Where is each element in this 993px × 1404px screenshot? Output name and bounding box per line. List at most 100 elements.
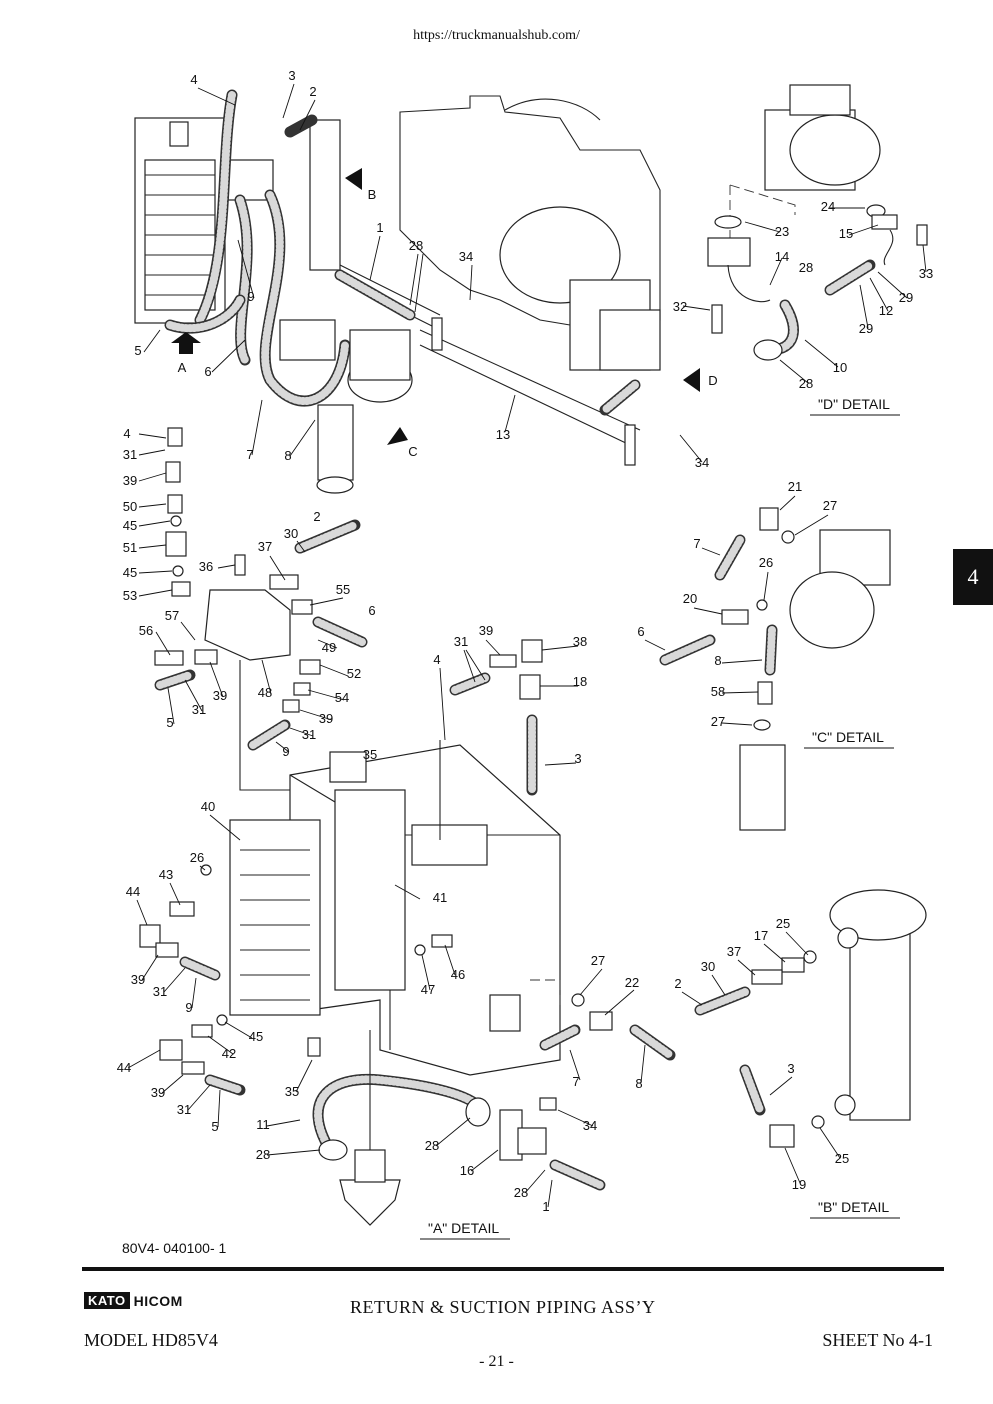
callout-c-10: 10 [833, 360, 847, 375]
callout-c-2c: 2 [674, 976, 681, 991]
detail-label-d-A: "A" DETAIL [428, 1220, 499, 1236]
callout-c-48: 48 [258, 685, 272, 700]
page-number: - 21 - [479, 1353, 514, 1370]
callout-c-16: 16 [460, 1163, 474, 1178]
callout-c-43: 43 [159, 867, 173, 882]
callout-c-17: 17 [754, 928, 768, 943]
callout-c-27b: 27 [711, 714, 725, 729]
callout-c-45a: 45 [123, 518, 137, 533]
callout-c-37b: 37 [727, 944, 741, 959]
detail-label-d-D: "D" DETAIL [818, 396, 890, 412]
suction-hose [312, 1073, 486, 1156]
drawing-number: 80V4- 040100- 1 [122, 1240, 227, 1256]
callout-c-28c: 28 [799, 376, 813, 391]
callout-c-44a: 44 [126, 884, 140, 899]
sheet-number: SHEET No 4-1 [822, 1330, 933, 1350]
callout-c-3a: 3 [288, 68, 295, 83]
callout-c-2a: 2 [309, 84, 316, 99]
callout-c-34c: 34 [583, 1118, 597, 1133]
suction-strainer [339, 1179, 401, 1226]
callout-c-24: 24 [821, 199, 835, 214]
source-url[interactable]: https://truckmanualshub.com/ [413, 28, 580, 43]
callout-c-29b: 29 [859, 321, 873, 336]
callout-c-6a: 6 [204, 364, 211, 379]
callout-c-45c: 45 [249, 1029, 263, 1044]
callout-c-22: 22 [625, 975, 639, 990]
callout-c-58: 58 [711, 684, 725, 699]
callout-c-8b: 8 [714, 653, 721, 668]
kato-hicom-logo: KATO HICOM [84, 1292, 183, 1309]
callout-c-45b: 45 [123, 565, 137, 580]
callout-c-31a: 31 [123, 447, 137, 462]
callout-c-39c: 39 [319, 711, 333, 726]
callout-c-14: 14 [775, 249, 789, 264]
detail-label-d-B: "B" DETAIL [818, 1199, 889, 1215]
callout-c-28f: 28 [514, 1185, 528, 1200]
callout-c-27c: 27 [591, 953, 605, 968]
callout-c-26b: 26 [190, 850, 204, 865]
detail-a-view [127, 740, 676, 1226]
callout-c-8c: 8 [635, 1076, 642, 1091]
callout-c-7b: 7 [693, 536, 700, 551]
main-assembly-view [134, 83, 703, 494]
callout-c-39a: 39 [123, 473, 137, 488]
callout-c-31f: 31 [177, 1102, 191, 1117]
callout-c-36: 36 [199, 559, 213, 574]
callout-c-35b: 35 [285, 1084, 299, 1099]
callout-c-9b: 9 [282, 744, 289, 759]
callout-c-28d: 28 [256, 1147, 270, 1162]
callout-c-3b: 3 [574, 751, 581, 766]
logo-box: KATO [84, 1292, 130, 1309]
detail-label-d-C: "C" DETAIL [812, 729, 884, 745]
view-arrow-b [345, 168, 362, 190]
callout-c-50: 50 [123, 499, 137, 514]
callout-c-18: 18 [573, 674, 587, 689]
callout-c-7c: 7 [572, 1074, 579, 1089]
callout-c-46: 46 [451, 967, 465, 982]
engine-outline [399, 95, 661, 331]
callout-c-39d: 39 [479, 623, 493, 638]
callout-c-7a: 7 [246, 447, 253, 462]
callout-c-25b: 25 [835, 1151, 849, 1166]
callout-c-49: 49 [322, 640, 336, 655]
callout-c-4b: 4 [123, 426, 130, 441]
view-arrow-d [683, 368, 700, 392]
detail-b-view [681, 889, 927, 1184]
callout-c-26a: 26 [759, 555, 773, 570]
callout-c-5c: 5 [211, 1119, 218, 1134]
callout-c-29a: 29 [899, 290, 913, 305]
callout-c-C: C [408, 444, 417, 459]
callout-c-19: 19 [792, 1177, 806, 1192]
callout-c-57: 57 [165, 608, 179, 623]
callout-c-1b: 1 [542, 1199, 549, 1214]
callout-c-1a: 1 [376, 220, 383, 235]
callout-c-12: 12 [879, 303, 893, 318]
section-tab[interactable]: 4 [953, 549, 993, 605]
callout-c-44b: 44 [117, 1060, 131, 1075]
valve-block-exploded [138, 427, 579, 796]
callout-c-37a: 37 [258, 539, 272, 554]
callout-c-53: 53 [123, 588, 137, 603]
tank-panel [309, 119, 341, 271]
callout-c-11: 11 [256, 1117, 270, 1132]
hydraulic-pump [569, 279, 661, 416]
footer-rule [82, 1267, 944, 1271]
callout-c-39e: 39 [131, 972, 145, 987]
callout-c-D: D [708, 373, 717, 388]
callout-c-6b: 6 [368, 603, 375, 618]
callout-c-38: 38 [573, 634, 587, 649]
callout-c-A: A [178, 360, 187, 375]
detail-d-view [682, 84, 928, 384]
lower-valve-stack [229, 819, 321, 1016]
callout-c-31c: 31 [302, 727, 316, 742]
callout-c-52: 52 [347, 666, 361, 681]
callout-c-42: 42 [222, 1046, 236, 1061]
callout-c-31e: 31 [153, 984, 167, 999]
logo-word: HICOM [133, 1292, 183, 1309]
swing-motor [316, 329, 413, 494]
callout-c-21: 21 [788, 479, 802, 494]
callout-c-28b: 28 [799, 260, 813, 275]
callout-c-2b: 2 [313, 509, 320, 524]
